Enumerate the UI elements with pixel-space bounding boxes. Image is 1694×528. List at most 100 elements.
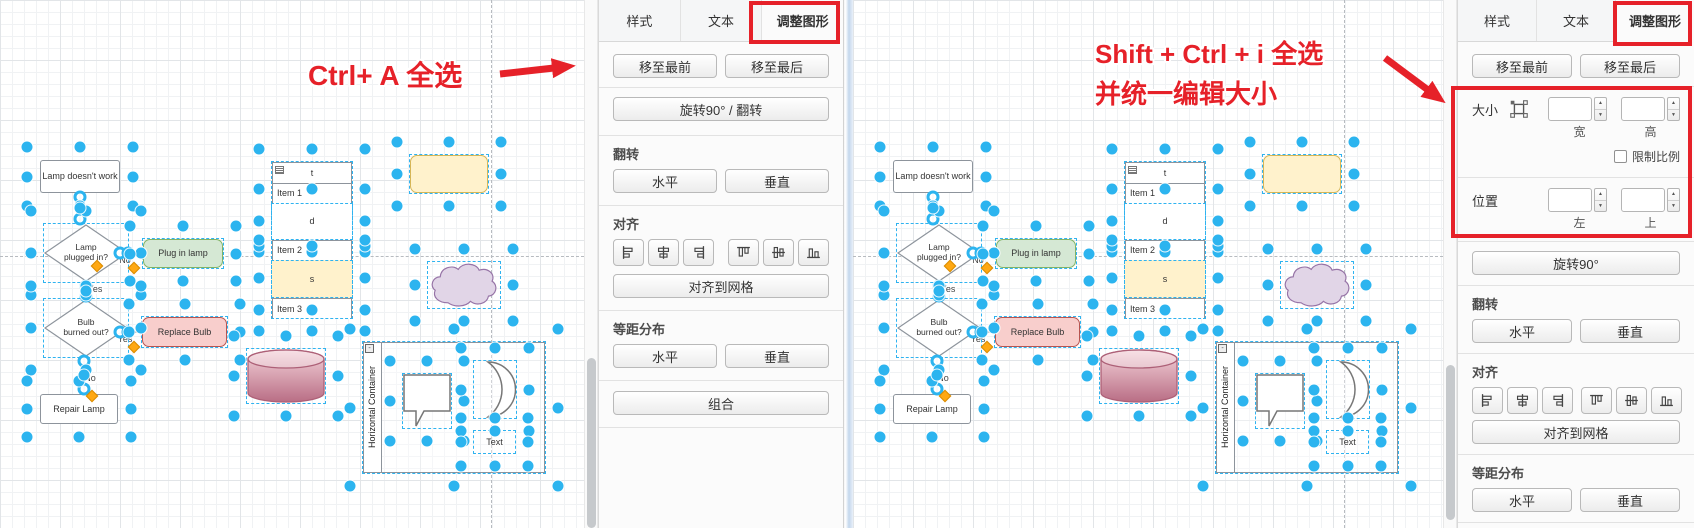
selection-handle[interactable] bbox=[1106, 240, 1118, 252]
selection-handle[interactable] bbox=[977, 220, 989, 232]
rotate-90-button[interactable]: 旋转90° bbox=[1472, 251, 1680, 275]
selection-handle[interactable] bbox=[124, 220, 136, 232]
selection-handle[interactable] bbox=[253, 183, 265, 195]
selection-handle[interactable] bbox=[448, 323, 460, 335]
moon-shape[interactable] bbox=[474, 361, 516, 418]
selection-handle[interactable] bbox=[127, 200, 139, 212]
selection-handle[interactable] bbox=[878, 322, 890, 334]
selection-handle[interactable] bbox=[1360, 279, 1372, 291]
selection-handle[interactable] bbox=[455, 412, 467, 424]
selection-handle[interactable] bbox=[980, 141, 992, 153]
selection-handle[interactable] bbox=[1342, 342, 1354, 354]
selection-handle[interactable] bbox=[874, 141, 886, 153]
plug-in-lamp-shape[interactable]: Plug in lamp bbox=[996, 239, 1076, 268]
selection-handle[interactable] bbox=[253, 246, 265, 258]
selection-handle[interactable] bbox=[230, 248, 242, 259]
selection-handle[interactable] bbox=[458, 355, 470, 367]
selection-handle[interactable] bbox=[1301, 323, 1313, 335]
plug-in-lamp-shape[interactable]: Plug in lamp bbox=[143, 239, 223, 268]
selection-handle[interactable] bbox=[1030, 275, 1042, 287]
selection-handle[interactable] bbox=[253, 325, 265, 337]
selection-handle[interactable] bbox=[522, 412, 534, 424]
selection-handle[interactable] bbox=[927, 141, 939, 153]
selection-handle[interactable] bbox=[988, 322, 1000, 334]
selection-handle[interactable] bbox=[125, 375, 137, 387]
selection-handle[interactable] bbox=[878, 289, 890, 301]
canvas-left[interactable]: Lamp doesn't work Lamp plugged in?Plug i… bbox=[0, 0, 584, 528]
selection-handle[interactable] bbox=[976, 354, 988, 366]
align-left-icon[interactable] bbox=[613, 239, 644, 266]
selection-handle[interactable] bbox=[1311, 395, 1323, 407]
selection-handle[interactable] bbox=[1301, 480, 1313, 492]
selection-handle[interactable] bbox=[1375, 412, 1387, 424]
selection-handle[interactable] bbox=[1308, 342, 1320, 354]
list-header[interactable]: t bbox=[1126, 163, 1204, 183]
selection-handle[interactable] bbox=[228, 410, 240, 422]
selection-handle[interactable] bbox=[1376, 425, 1388, 437]
selection-handle[interactable] bbox=[421, 435, 433, 447]
selection-handle[interactable] bbox=[1133, 330, 1145, 342]
selection-handle[interactable] bbox=[1342, 425, 1354, 437]
selection-handle[interactable] bbox=[135, 364, 147, 376]
selection-handle[interactable] bbox=[1262, 315, 1274, 327]
selection-handle[interactable] bbox=[878, 205, 890, 217]
align-top-icon[interactable] bbox=[728, 239, 759, 266]
selection-handle[interactable] bbox=[976, 326, 988, 338]
canvas-left-scrollbar[interactable] bbox=[584, 0, 598, 528]
selection-handle[interactable] bbox=[391, 136, 403, 148]
repair-lamp-shape[interactable]: Repair Lamp bbox=[893, 394, 971, 424]
selection-handle[interactable] bbox=[1244, 136, 1256, 148]
selection-handle[interactable] bbox=[1376, 384, 1388, 395]
selection-handle[interactable] bbox=[874, 403, 886, 415]
selection-handle[interactable] bbox=[1244, 168, 1256, 180]
selection-handle[interactable] bbox=[980, 200, 992, 212]
selection-handle[interactable] bbox=[21, 171, 33, 182]
scrollbar-thumb[interactable] bbox=[1446, 365, 1455, 520]
selection-handle[interactable] bbox=[1348, 168, 1360, 180]
selection-handle[interactable] bbox=[1106, 215, 1118, 226]
selection-handle[interactable] bbox=[1212, 246, 1224, 258]
selection-handle[interactable] bbox=[1081, 370, 1093, 382]
cylinder-shape[interactable] bbox=[247, 349, 325, 403]
selection-handle[interactable] bbox=[1197, 480, 1209, 492]
replace-bulb-shape[interactable]: Replace Bulb bbox=[142, 317, 227, 347]
list-cell[interactable]: s bbox=[1124, 260, 1206, 298]
flip-horizontal-button[interactable]: 水平 bbox=[1472, 319, 1572, 343]
selection-handle[interactable] bbox=[1308, 384, 1320, 395]
scrollbar-thumb[interactable] bbox=[587, 358, 596, 528]
to-front-button[interactable]: 移至最前 bbox=[1472, 54, 1572, 78]
selection-handle[interactable] bbox=[1308, 436, 1320, 448]
collapse-icon[interactable]: - bbox=[365, 344, 374, 353]
selection-handle[interactable] bbox=[933, 205, 945, 217]
selection-handle[interactable] bbox=[1348, 200, 1360, 212]
lamp-plugged-in-decision[interactable]: Lamp plugged in? bbox=[44, 224, 128, 282]
selection-handle[interactable] bbox=[228, 370, 240, 382]
selection-handle[interactable] bbox=[1133, 410, 1145, 422]
selection-handle[interactable] bbox=[1083, 275, 1095, 287]
width-input[interactable] bbox=[1548, 97, 1592, 121]
selection-handle[interactable] bbox=[280, 330, 292, 342]
selection-handle[interactable] bbox=[253, 143, 265, 155]
tab-arrange[interactable]: 调整图形 bbox=[1616, 0, 1694, 42]
selection-handle[interactable] bbox=[177, 275, 189, 287]
flip-horizontal-button[interactable]: 水平 bbox=[613, 169, 717, 193]
selection-handle[interactable] bbox=[21, 375, 33, 387]
selection-handle[interactable] bbox=[253, 272, 265, 284]
selection-handle[interactable] bbox=[933, 285, 945, 297]
tab-text[interactable]: 文本 bbox=[1537, 0, 1616, 41]
selection-handle[interactable] bbox=[489, 412, 500, 424]
selection-handle[interactable] bbox=[409, 315, 421, 327]
selection-handle[interactable] bbox=[507, 243, 519, 255]
selection-handle[interactable] bbox=[1197, 323, 1209, 335]
selection-handle[interactable] bbox=[1087, 354, 1099, 366]
selection-handle[interactable] bbox=[127, 171, 139, 182]
selection-handle[interactable] bbox=[458, 243, 470, 255]
align-bottom-icon[interactable] bbox=[798, 239, 829, 266]
selection-handle[interactable] bbox=[1360, 243, 1372, 255]
selection-handle[interactable] bbox=[523, 342, 535, 354]
selection-handle[interactable] bbox=[135, 205, 147, 217]
selection-handle[interactable] bbox=[25, 322, 37, 334]
selection-handle[interactable] bbox=[124, 248, 136, 259]
selection-handle[interactable] bbox=[135, 322, 147, 334]
align-to-grid-button[interactable]: 对齐到网格 bbox=[1472, 420, 1680, 444]
